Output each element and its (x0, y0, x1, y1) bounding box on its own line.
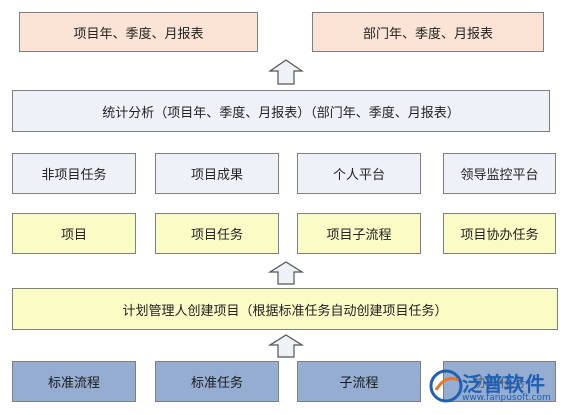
project-results-label: 项目成果 (190, 168, 243, 183)
statistical-analysis-box: 统计分析（项目年、季度、月报表）（部门年、季度、月报表） (12, 90, 550, 132)
leader-monitor-platform-box: 领导监控平台 (443, 153, 556, 194)
project-subprocess-box: 项目子流程 (297, 213, 421, 254)
department-reports-box: 部门年、季度、月报表 (312, 12, 544, 52)
project-task-label: 项目任务 (190, 228, 243, 243)
standard-process-box: 标准流程 (12, 361, 136, 402)
non-project-task-box: 非项目任务 (12, 153, 136, 194)
assist-task-label: 协办任务 (473, 376, 526, 391)
plan-manager-create-project-box: 计划管理人创建项目（根据标准任务自动创建项目任务） (12, 288, 558, 330)
project-results-box: 项目成果 (155, 153, 279, 194)
standard-task-box: 标准任务 (155, 361, 279, 402)
project-assist-task-box: 项目协办任务 (443, 213, 556, 254)
up-arrow-icon (268, 59, 304, 85)
subprocess-label: 子流程 (339, 376, 379, 391)
up-arrow-icon (268, 334, 304, 358)
up-arrow-icon (268, 261, 304, 285)
project-task-box: 项目任务 (155, 213, 279, 254)
project-box: 项目 (12, 213, 136, 254)
project-reports-box: 项目年、季度、月报表 (19, 12, 258, 52)
personal-platform-box: 个人平台 (297, 153, 421, 194)
leader-monitor-platform-label: 领导监控平台 (460, 168, 539, 183)
non-project-task-label: 非项目任务 (41, 168, 107, 183)
statistical-analysis-label: 统计分析（项目年、季度、月报表）（部门年、季度、月报表） (102, 105, 460, 121)
fanpu-logo-icon (429, 369, 463, 403)
standard-process-label: 标准流程 (47, 376, 100, 391)
watermark-brand: 泛普软件 (462, 372, 546, 396)
standard-task-label: 标准任务 (190, 376, 243, 391)
watermark-url: www.fanpusoft.com (462, 393, 551, 403)
project-label: 项目 (60, 228, 87, 243)
plan-manager-create-project-label: 计划管理人创建项目（根据标准任务自动创建项目任务） (122, 303, 448, 319)
personal-platform-label: 个人平台 (332, 168, 385, 183)
project-reports-label: 项目年、季度、月报表 (73, 26, 204, 42)
project-assist-task-label: 项目协办任务 (460, 228, 539, 243)
department-reports-label: 部门年、季度、月报表 (362, 26, 493, 42)
subprocess-box: 子流程 (297, 361, 421, 402)
project-subprocess-label: 项目子流程 (326, 228, 392, 243)
